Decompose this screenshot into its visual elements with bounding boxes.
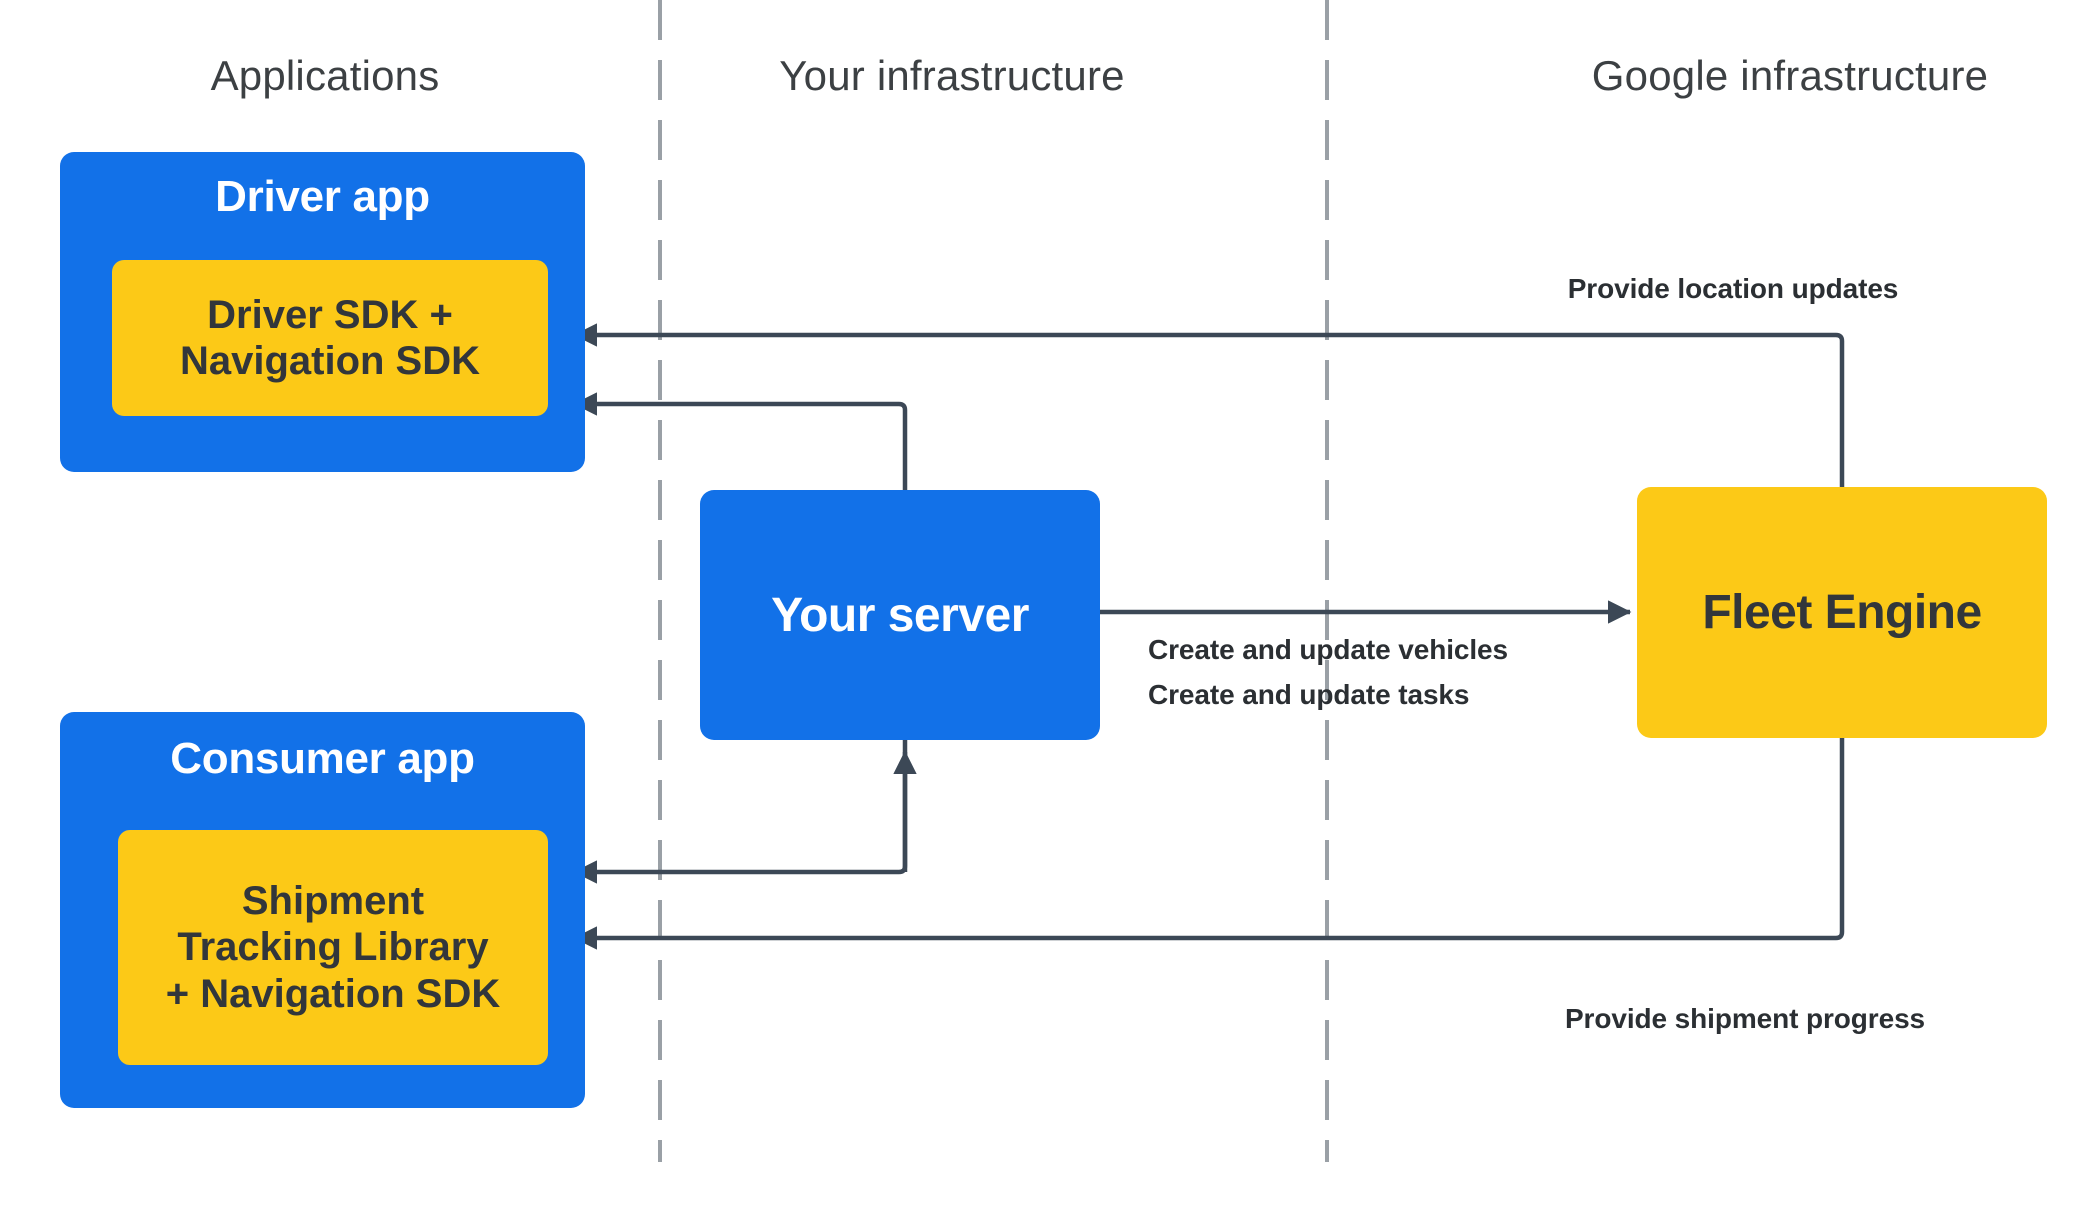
consumer-app-title: Consumer app [170,734,475,783]
edge-label-provide-location-updates: Provide location updates [1567,273,1899,304]
node-fleet-engine[interactable]: Fleet Engine [1637,487,2047,738]
consumer-sdk-label: Shipment Tracking Library + Navigation S… [165,878,501,1016]
driver-app-title: Driver app [215,172,430,221]
edge-label-create-and-update-tasks: Create and update tasks [1148,679,1470,710]
consumer-sdk-box[interactable]: Shipment Tracking Library + Navigation S… [118,830,548,1065]
edge-server-to-consumer [573,740,908,884]
column-heading-google-infrastructure: Google infrastructure [1591,52,1989,99]
edge-location-updates [573,323,1845,487]
fleet-engine-label: Fleet Engine [1702,586,1982,639]
edge-shipment-progress [573,738,1845,950]
node-driver-app[interactable]: Driver app Driver SDK + Navigation SDK [60,152,585,472]
driver-sdk-label: Driver SDK + Navigation SDK [179,292,481,383]
driver-sdk-box[interactable]: Driver SDK + Navigation SDK [112,260,548,416]
column-heading-applications: Applications [210,52,440,99]
node-consumer-app[interactable]: Consumer app Shipment Tracking Library +… [60,712,585,1108]
your-server-label: Your server [771,588,1029,642]
edge-label-create-and-update-vehicles: Create and update vehicles [1148,634,1508,665]
edge-server-to-driver [573,392,908,490]
column-heading-your-infrastructure: Your infrastructure [779,52,1125,99]
node-your-server[interactable]: Your server [700,490,1100,740]
edge-label-provide-shipment-progress: Provide shipment progress [1564,1003,1926,1034]
